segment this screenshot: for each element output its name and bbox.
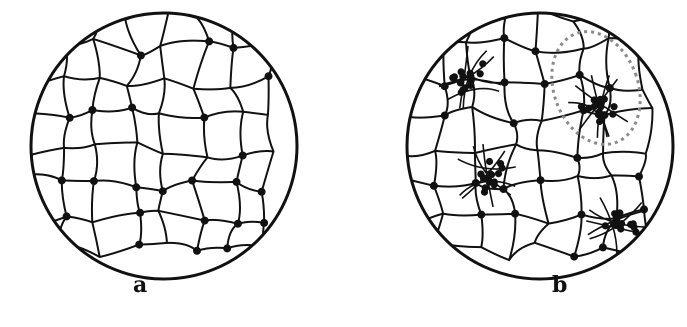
panel-a-fiber-network bbox=[25, 5, 274, 257]
crosslink-node bbox=[265, 72, 273, 80]
panel-b-crosslink-nodes bbox=[430, 34, 648, 261]
crosslink-node bbox=[159, 187, 167, 195]
fiber-strand bbox=[638, 20, 653, 259]
fiber-strand bbox=[158, 11, 168, 243]
cluster-node bbox=[486, 179, 493, 186]
crosslink-node bbox=[136, 209, 144, 217]
crosslink-node bbox=[501, 78, 509, 86]
crosslink-node bbox=[205, 37, 213, 45]
cluster-node bbox=[578, 103, 585, 110]
cluster-node bbox=[601, 96, 608, 103]
cluster-node bbox=[591, 103, 598, 110]
fiber-strand bbox=[573, 21, 584, 256]
crosslink-node bbox=[537, 176, 545, 184]
fiber-strand bbox=[504, 8, 518, 260]
crosslink-node bbox=[477, 211, 485, 219]
crosslink-node bbox=[135, 241, 143, 249]
crosslink-node bbox=[510, 119, 518, 127]
crosslink-node bbox=[511, 210, 519, 218]
crosslink-node bbox=[90, 177, 98, 185]
crosslink-node bbox=[201, 217, 209, 225]
crosslink-node bbox=[541, 80, 549, 88]
crosslink-node bbox=[258, 188, 266, 196]
fiber-strand bbox=[58, 8, 70, 242]
cluster-node bbox=[616, 209, 623, 216]
fiber-strand bbox=[32, 174, 262, 192]
crosslink-node bbox=[193, 247, 201, 255]
cluster-node bbox=[466, 73, 473, 80]
cluster-node bbox=[499, 164, 506, 171]
cluster-node bbox=[596, 118, 603, 125]
crosslink-node bbox=[223, 244, 231, 252]
crosslink-node bbox=[66, 114, 74, 122]
cluster-node bbox=[610, 103, 617, 110]
crosslink-node bbox=[576, 71, 584, 79]
cluster-node bbox=[477, 70, 484, 77]
cluster-node bbox=[595, 111, 602, 118]
panel-b-label: b bbox=[552, 272, 567, 298]
fiber-strand bbox=[403, 144, 646, 158]
cluster-node bbox=[602, 222, 609, 229]
cluster-node bbox=[630, 220, 637, 227]
crosslink-node bbox=[230, 44, 238, 52]
crosslink-node bbox=[233, 178, 241, 186]
crosslink-node bbox=[472, 179, 480, 187]
fiber-strand bbox=[404, 175, 640, 189]
crosslink-node bbox=[570, 253, 578, 261]
crosslink-node bbox=[239, 152, 247, 160]
crosslink-node bbox=[88, 106, 96, 114]
crosslink-node bbox=[128, 104, 136, 112]
cluster-node bbox=[459, 73, 466, 80]
fiber-strand bbox=[227, 5, 243, 248]
crosslink-node bbox=[137, 52, 145, 60]
cluster-node bbox=[458, 89, 465, 96]
cluster-node bbox=[451, 73, 458, 80]
crosslink-node bbox=[500, 185, 508, 193]
crosslink-node bbox=[573, 154, 581, 162]
crosslink-node bbox=[640, 205, 648, 213]
fiber-strand bbox=[30, 142, 274, 159]
crosslink-node bbox=[200, 114, 208, 122]
crosslink-node bbox=[132, 183, 140, 191]
crosslink-node bbox=[234, 220, 242, 228]
cluster-node bbox=[457, 79, 464, 86]
crosslink-node bbox=[63, 212, 71, 220]
fiber-strand bbox=[535, 8, 549, 243]
cluster-node bbox=[486, 158, 493, 165]
crosslink-node bbox=[260, 219, 268, 227]
fiber-strand bbox=[192, 18, 209, 251]
fiber-strand bbox=[447, 89, 499, 100]
cluster-node bbox=[609, 111, 616, 118]
panel-a-uniform-network bbox=[25, 5, 297, 279]
crosslink-node bbox=[441, 112, 449, 120]
crosslink-node bbox=[599, 243, 607, 251]
crosslink-node bbox=[58, 176, 66, 184]
fiber-strand bbox=[25, 76, 268, 90]
crosslink-node bbox=[578, 211, 586, 219]
panel-a-label: a bbox=[133, 272, 147, 298]
crosslink-node bbox=[188, 177, 196, 185]
crosslink-node bbox=[635, 173, 643, 181]
panel-a-boundary-circle bbox=[31, 13, 297, 279]
panel-b-clustered-network bbox=[401, 6, 673, 279]
fiber-strand bbox=[262, 8, 274, 247]
panel-b-dashed-cluster-outline bbox=[537, 19, 656, 157]
crosslink-node bbox=[500, 34, 508, 42]
crosslink-node bbox=[532, 47, 540, 55]
crosslink-node bbox=[430, 182, 438, 190]
crosslink-node bbox=[441, 82, 449, 90]
cluster-node bbox=[467, 82, 474, 89]
cluster-node bbox=[479, 60, 486, 67]
crosslink-node bbox=[606, 84, 614, 92]
cluster-node bbox=[614, 220, 621, 227]
